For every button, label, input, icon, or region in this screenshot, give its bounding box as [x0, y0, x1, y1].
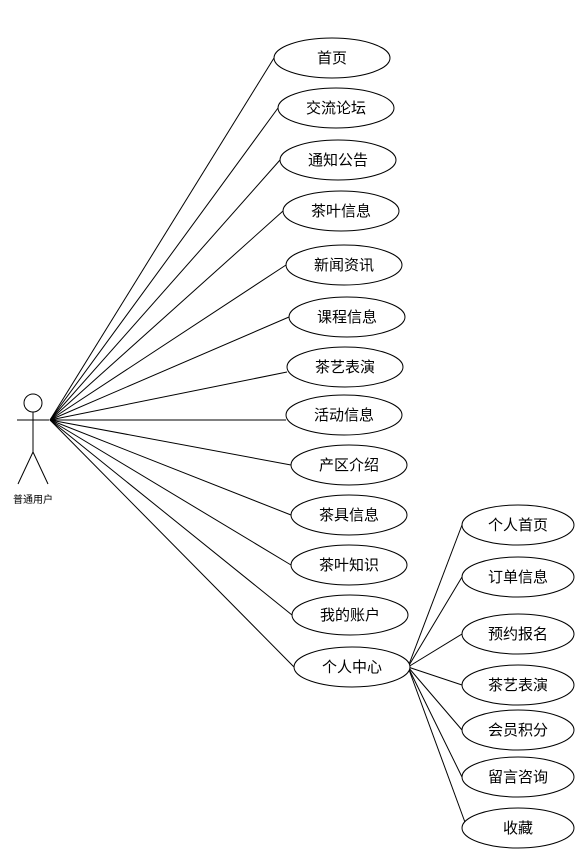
- sub-use-case-member-points-ellipse: [461, 709, 575, 751]
- use-case-tea-info: 茶叶信息: [282, 190, 400, 232]
- sub-use-case-favorites-label: 收藏: [503, 819, 533, 837]
- use-case-activity-ellipse: [285, 394, 403, 436]
- use-case-my-account-ellipse: [291, 594, 409, 636]
- sub-use-case-personal-home-label: 个人首页: [488, 516, 548, 534]
- use-case-origin-label: 产区介绍: [319, 456, 379, 474]
- use-case-course: 课程信息: [288, 296, 406, 338]
- association-line-origin: [49, 419, 292, 466]
- use-case-activity-label: 活动信息: [314, 406, 374, 424]
- association-line-news: [49, 264, 287, 421]
- association-line-my-account: [49, 419, 293, 616]
- use-case-tea-knowledge: 茶叶知识: [290, 544, 408, 586]
- actor-ordinary-user: 普通用户: [13, 393, 53, 506]
- use-case-activity: 活动信息: [285, 394, 403, 436]
- use-case-notice: 通知公告: [279, 139, 397, 181]
- use-case-course-ellipse: [288, 296, 406, 338]
- actor-label: 普通用户: [13, 493, 53, 506]
- sub-use-case-reservation: 预约报名: [461, 613, 575, 655]
- use-case-notice-label: 通知公告: [308, 151, 368, 169]
- association-line-order-info: [407, 576, 463, 668]
- use-case-news-ellipse: [285, 244, 403, 286]
- sub-use-case-favorites-ellipse: [461, 807, 575, 849]
- actor-head: [23, 393, 43, 413]
- association-line-forum: [49, 107, 279, 421]
- association-line-sub-tea-performance: [407, 666, 463, 686]
- sub-use-case-message-label: 留言咨询: [488, 768, 548, 786]
- use-case-origin-ellipse: [290, 444, 408, 486]
- association-lines: [49, 57, 467, 826]
- sub-use-case-tea-performance: 茶艺表演: [461, 664, 575, 706]
- use-case-origin: 产区介绍: [290, 444, 408, 486]
- use-case-news: 新闻资讯: [285, 244, 403, 286]
- sub-use-case-member-points-label: 会员积分: [488, 721, 548, 739]
- use-case-tea-knowledge-ellipse: [290, 544, 408, 586]
- sub-use-case-reservation-label: 预约报名: [488, 625, 548, 643]
- use-case-home-ellipse: [273, 37, 391, 79]
- association-line-teaware: [49, 419, 292, 516]
- association-line-tea-info: [49, 210, 284, 421]
- use-case-notice-ellipse: [279, 139, 397, 181]
- use-case-personal-center-ellipse: [293, 646, 411, 688]
- use-case-tea-performance-label: 茶艺表演: [315, 358, 375, 376]
- use-case-teaware-ellipse: [290, 494, 408, 536]
- use-case-my-account-label: 我的账户: [320, 606, 380, 624]
- use-case-teaware: 茶具信息: [290, 494, 408, 536]
- association-line-personal-center: [49, 419, 295, 668]
- association-line-course: [49, 316, 290, 421]
- use-case-my-account: 我的账户: [291, 594, 409, 636]
- sub-use-case-tea-performance-label: 茶艺表演: [488, 676, 548, 694]
- association-line-home: [49, 57, 275, 421]
- association-line-tea-knowledge: [49, 419, 292, 566]
- use-case-tea-info-ellipse: [282, 190, 400, 232]
- use-case-teaware-label: 茶具信息: [319, 506, 379, 524]
- use-case-personal-center: 个人中心: [293, 646, 411, 688]
- use-case-forum-label: 交流论坛: [306, 99, 366, 117]
- sub-use-case-tea-performance-ellipse: [461, 664, 575, 706]
- sub-use-case-message-ellipse: [461, 756, 575, 798]
- sub-use-case-order-info-ellipse: [461, 556, 575, 598]
- association-line-member-points: [407, 666, 463, 731]
- sub-use-case-member-points: 会员积分: [461, 709, 575, 751]
- use-case-forum: 交流论坛: [277, 87, 395, 129]
- use-case-tea-info-label: 茶叶信息: [311, 202, 371, 220]
- use-case-forum-ellipse: [277, 87, 395, 129]
- use-case-tea-performance-ellipse: [286, 346, 404, 388]
- association-line-reservation: [407, 633, 463, 668]
- actor-left-leg: [17, 451, 34, 485]
- use-case-tea-performance: 茶艺表演: [286, 346, 404, 388]
- use-case-course-label: 课程信息: [317, 308, 377, 326]
- association-line-favorites: [407, 666, 467, 826]
- association-line-personal-home: [407, 524, 463, 668]
- sub-use-case-message: 留言咨询: [461, 756, 575, 798]
- use-case-home-label: 首页: [317, 49, 347, 67]
- sub-use-case-favorites: 收藏: [461, 807, 575, 849]
- use-case-home: 首页: [273, 37, 391, 79]
- use-case-personal-center-label: 个人中心: [322, 658, 382, 676]
- association-line-message: [407, 666, 463, 778]
- sub-use-case-personal-home: 个人首页: [461, 504, 575, 546]
- actor-right-leg: [32, 451, 49, 485]
- sub-use-case-order-info-label: 订单信息: [488, 568, 548, 586]
- sub-use-case-reservation-ellipse: [461, 613, 575, 655]
- sub-use-case-order-info: 订单信息: [461, 556, 575, 598]
- use-case-news-label: 新闻资讯: [314, 256, 374, 274]
- association-line-notice: [49, 159, 281, 421]
- use-case-tea-knowledge-label: 茶叶知识: [319, 556, 379, 574]
- association-line-tea-performance: [49, 371, 288, 421]
- sub-use-case-personal-home-ellipse: [461, 504, 575, 546]
